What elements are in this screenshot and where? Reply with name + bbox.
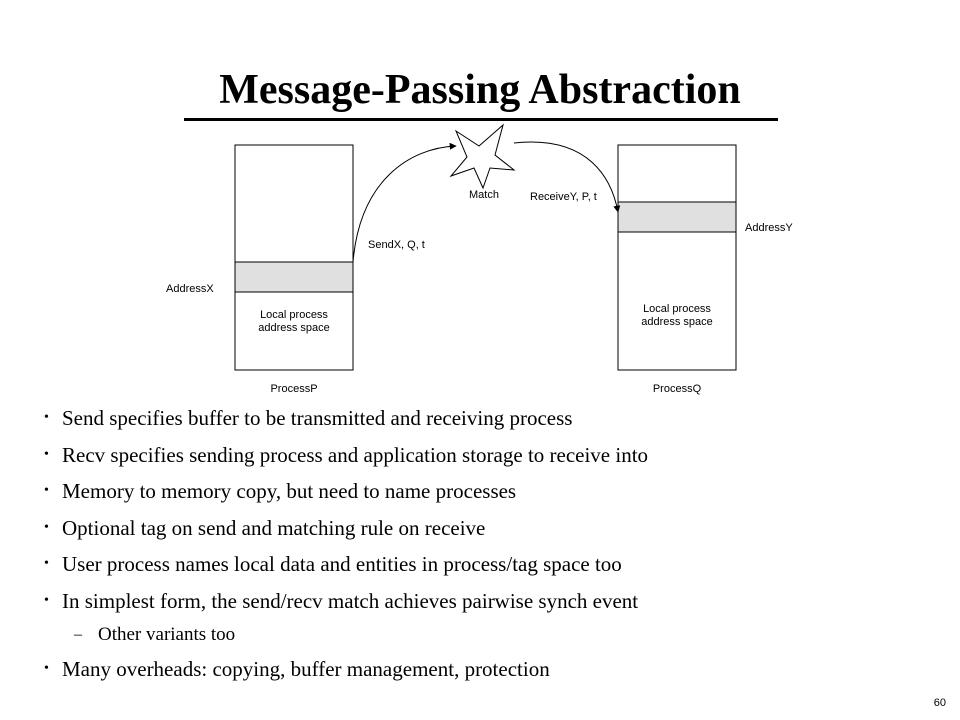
bullet-item: Optional tag on send and matching rule o…: [44, 512, 944, 549]
receive-label: ReceiveY, P, t: [530, 191, 597, 203]
process-q-buffer: [617, 201, 737, 233]
process-q-region-label: Local process address space: [641, 303, 713, 328]
address-x-label: AddressX: [166, 283, 214, 295]
process-p-buffer: [234, 261, 354, 293]
receive-arrow: [513, 141, 621, 213]
bullet-item: In simplest form, the send/recv match ac…: [44, 585, 944, 622]
title-underline: [184, 118, 778, 121]
page-number: 60: [933, 697, 946, 709]
bullet-item: User process names local data and entiti…: [44, 548, 944, 585]
match-star-icon: [449, 123, 516, 190]
sub-bullet-item: Other variants too: [44, 621, 944, 653]
process-p-name: ProcessP: [270, 383, 318, 395]
slide-title: Message-Passing Abstraction: [219, 67, 741, 113]
bullet-item: Memory to memory copy, but need to name …: [44, 475, 944, 512]
bullet-item: Recv specifies sending process and appli…: [44, 439, 944, 476]
bullet-item: Send specifies buffer to be transmitted …: [44, 402, 944, 439]
bullet-list: Send specifies buffer to be transmitted …: [44, 402, 944, 690]
send-arrow: [352, 142, 457, 263]
process-q-box: [617, 144, 737, 371]
process-p-box: [234, 144, 354, 371]
message-passing-diagram: [234, 123, 737, 371]
send-label: SendX, Q, t: [368, 239, 425, 251]
bullet-item: Many overheads: copying, buffer manageme…: [44, 653, 944, 690]
match-label: Match: [469, 189, 499, 201]
address-y-label: AddressY: [745, 222, 793, 234]
process-q-name: ProcessQ: [652, 383, 702, 395]
process-p-region-label: Local process address space: [258, 309, 330, 334]
